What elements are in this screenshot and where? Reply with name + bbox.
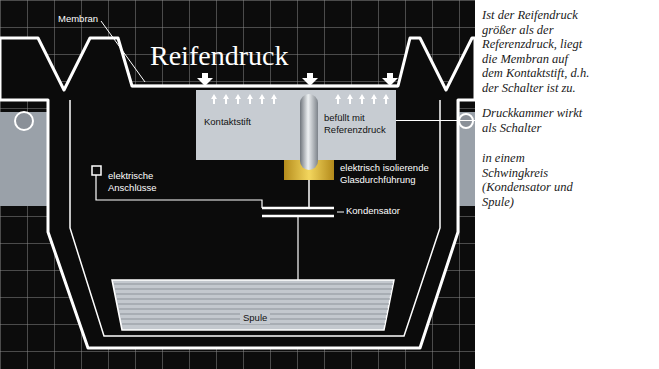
reference-arrows xyxy=(211,94,389,104)
leader-line xyxy=(337,212,344,213)
sensor-housing xyxy=(0,38,475,348)
part-label: elektrisch isolierende Glasdurchführung xyxy=(340,162,432,185)
o-ring xyxy=(15,112,33,130)
wire xyxy=(297,216,298,280)
arrow-head xyxy=(247,94,253,99)
pressure-chamber: Kontaktstift befüllt mit Referenzdruck xyxy=(196,90,396,160)
explanation-panel: Ist der Reifendruck größer als der Refer… xyxy=(475,0,659,369)
contact-pin xyxy=(300,94,318,170)
arrow-head xyxy=(335,94,341,99)
part-label: Kondensator xyxy=(346,205,400,217)
arrow-head xyxy=(383,94,389,99)
arrow-stem xyxy=(373,99,375,104)
winding xyxy=(117,299,390,300)
arrow-head xyxy=(359,94,365,99)
arrow-stem xyxy=(337,99,339,104)
pressure-arrows xyxy=(197,73,398,86)
leader-line xyxy=(101,21,145,82)
arrow-head xyxy=(223,94,229,99)
explanation-text: in einem Schwingkreis (Kondensator und S… xyxy=(482,151,592,209)
part-label: Kontaktstift xyxy=(204,116,294,128)
dark-ground xyxy=(0,0,475,369)
arrow-head xyxy=(197,78,213,86)
arrow-head xyxy=(211,94,217,99)
winding xyxy=(114,284,393,285)
arrow-head xyxy=(259,94,265,99)
part-label: elektrische Anschlüsse xyxy=(108,170,180,193)
part-label: Membran xyxy=(58,13,98,25)
coil-windings xyxy=(114,284,393,324)
arrow-head xyxy=(382,78,398,86)
wire xyxy=(308,180,310,208)
arrow-stem xyxy=(213,99,215,104)
arrow-head xyxy=(371,94,377,99)
arrow-head xyxy=(271,94,277,99)
pressure-chamber-fill xyxy=(196,90,396,160)
part-label: Spule xyxy=(240,312,270,324)
arrow-stem xyxy=(249,99,251,104)
explanation-text: Druckkammer wirkt als Schalter xyxy=(482,106,592,135)
arrow-stem xyxy=(385,99,387,104)
coil xyxy=(112,280,394,330)
membrane xyxy=(132,85,398,88)
arrow-stem xyxy=(349,99,351,104)
explanation-text: Ist der Reifendruck größer als der Refer… xyxy=(482,8,592,95)
arrow-stem xyxy=(237,99,239,104)
arrow-stem xyxy=(225,99,227,104)
arrow-stem xyxy=(202,73,208,78)
capacitor-plate xyxy=(262,207,334,210)
winding xyxy=(116,294,391,295)
arrow-head xyxy=(347,94,353,99)
arrow-stem xyxy=(307,73,313,78)
winding xyxy=(115,289,392,290)
winding xyxy=(118,304,389,305)
leader-line xyxy=(396,120,475,121)
diagram-title: Reifendruck xyxy=(150,40,288,72)
arrow-head xyxy=(302,78,318,86)
arrow-stem xyxy=(387,73,393,78)
arrow-head xyxy=(235,94,241,99)
arrow-stem xyxy=(361,99,363,104)
winding xyxy=(122,324,385,325)
arrow-stem xyxy=(273,99,275,104)
part-label: befüllt mit Referenzdruck xyxy=(324,112,392,135)
winding xyxy=(119,309,388,310)
terminal xyxy=(92,166,101,175)
grid xyxy=(0,0,475,369)
arrow-stem xyxy=(261,99,263,104)
